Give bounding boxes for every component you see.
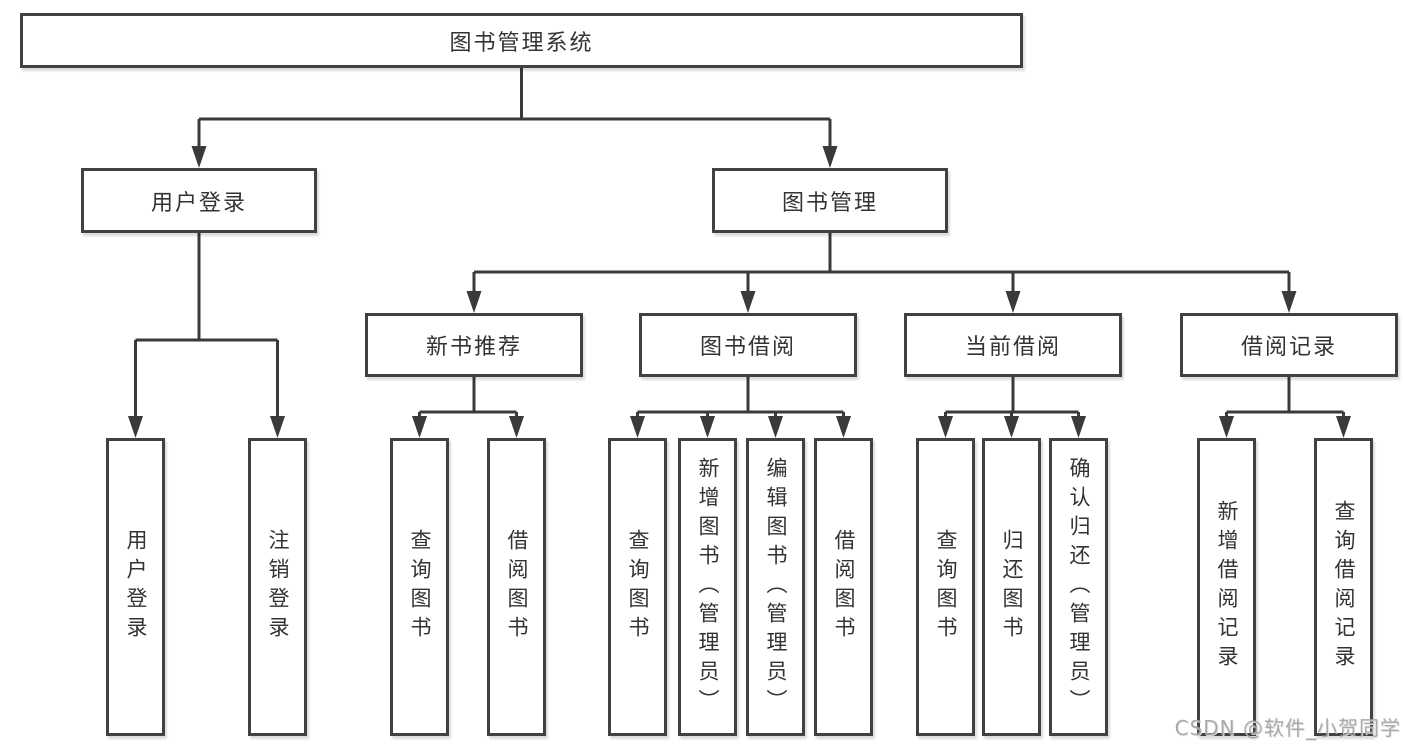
node-new-book-recommend: 新书推荐: [365, 313, 583, 377]
leaf-add-borrow-record: 新增借阅记录: [1197, 438, 1256, 736]
leaf-borrow-books-borrowing: 借阅图书: [814, 438, 873, 736]
node-borrowing-records: 借阅记录: [1180, 313, 1398, 377]
leaf-user-login: 用户登录: [106, 438, 165, 736]
node-book-borrowing: 图书借阅: [639, 313, 857, 377]
leaf-add-book-admin: 新增图书（管理员）: [678, 438, 737, 736]
node-root: 图书管理系统: [20, 13, 1023, 68]
leaf-logout: 注销登录: [248, 438, 307, 736]
watermark: CSDN @软件_小贺同学: [1174, 716, 1401, 740]
leaf-return-book: 归还图书: [982, 438, 1041, 736]
leaf-query-books-current: 查询图书: [916, 438, 975, 736]
node-current-borrowing: 当前借阅: [904, 313, 1122, 377]
leaf-query-borrow-record: 查询借阅记录: [1314, 438, 1373, 736]
leaf-borrow-books-recommend: 借阅图书: [487, 438, 546, 736]
leaf-edit-book-admin: 编辑图书（管理员）: [746, 438, 805, 736]
node-book-management: 图书管理: [712, 168, 948, 233]
leaf-query-books-recommend: 查询图书: [390, 438, 449, 736]
leaf-confirm-return-admin: 确认归还（管理员）: [1049, 438, 1108, 736]
leaf-query-books-borrowing: 查询图书: [608, 438, 667, 736]
node-user-login: 用户登录: [81, 168, 317, 233]
